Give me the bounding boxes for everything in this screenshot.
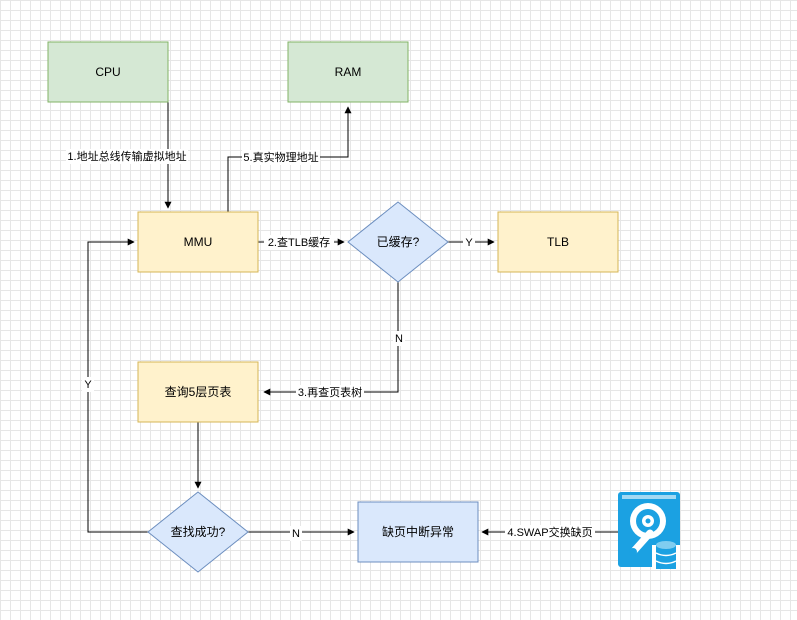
node-cpu-label: CPU [95, 65, 120, 79]
node-tlb[interactable]: TLB [497, 211, 619, 273]
edge-label-swap-text: 4.SWAP交换缺页 [507, 525, 592, 539]
edge-label-mmu-ram: 5.真实物理地址 [242, 150, 320, 165]
node-found-decision[interactable]: 查找成功? [147, 491, 249, 573]
edge-label-found-no: N [290, 526, 302, 541]
edge-label-to-page-table: 3.再查页表树 [296, 385, 364, 400]
node-mmu[interactable]: MMU [137, 211, 259, 273]
edge-label-cached-yes: Y [463, 235, 475, 250]
edge-label-cpu-mmu: 1.地址总线传输虚拟地址 [66, 149, 188, 164]
node-ram[interactable]: RAM [287, 41, 409, 103]
edge-label-cached-no-text: N [395, 333, 403, 345]
node-page-fault-label: 缺页中断异常 [382, 524, 454, 539]
node-cached-decision[interactable]: 已缓存? [347, 201, 449, 283]
hard-disk-icon[interactable] [618, 492, 680, 569]
node-cpu[interactable]: CPU [47, 41, 169, 103]
edge-label-mmu-ram-text: 5.真实物理地址 [243, 150, 318, 164]
edge-cached-pagetable [263, 282, 399, 396]
node-mmu-label: MMU [184, 235, 213, 249]
edge-label-cached-yes-text: Y [465, 237, 473, 249]
edge-label-to-page-table-text: 3.再查页表树 [298, 385, 362, 399]
edge-label-found-yes: Y [82, 377, 94, 392]
node-found-label: 查找成功? [171, 525, 226, 539]
node-ram-label: RAM [335, 65, 362, 79]
edge-label-cpu-mmu-text: 1.地址总线传输虚拟地址 [67, 149, 186, 163]
node-cached-label: 已缓存? [377, 235, 420, 249]
node-page-table[interactable]: 查询5层页表 [137, 361, 259, 423]
edge-label-mmu-cached-text: 2.查TLB缓存 [268, 235, 330, 249]
node-tlb-label: TLB [547, 235, 569, 249]
edge-label-found-yes-text: Y [84, 379, 92, 391]
edge-label-mmu-cached: 2.查TLB缓存 [264, 235, 334, 250]
edge-label-cached-no: N [393, 331, 405, 346]
node-page-fault[interactable]: 缺页中断异常 [357, 501, 479, 563]
edge-label-swap: 4.SWAP交换缺页 [505, 525, 595, 540]
node-page-table-label: 查询5层页表 [165, 385, 232, 399]
edge-label-found-no-text: N [292, 528, 300, 540]
